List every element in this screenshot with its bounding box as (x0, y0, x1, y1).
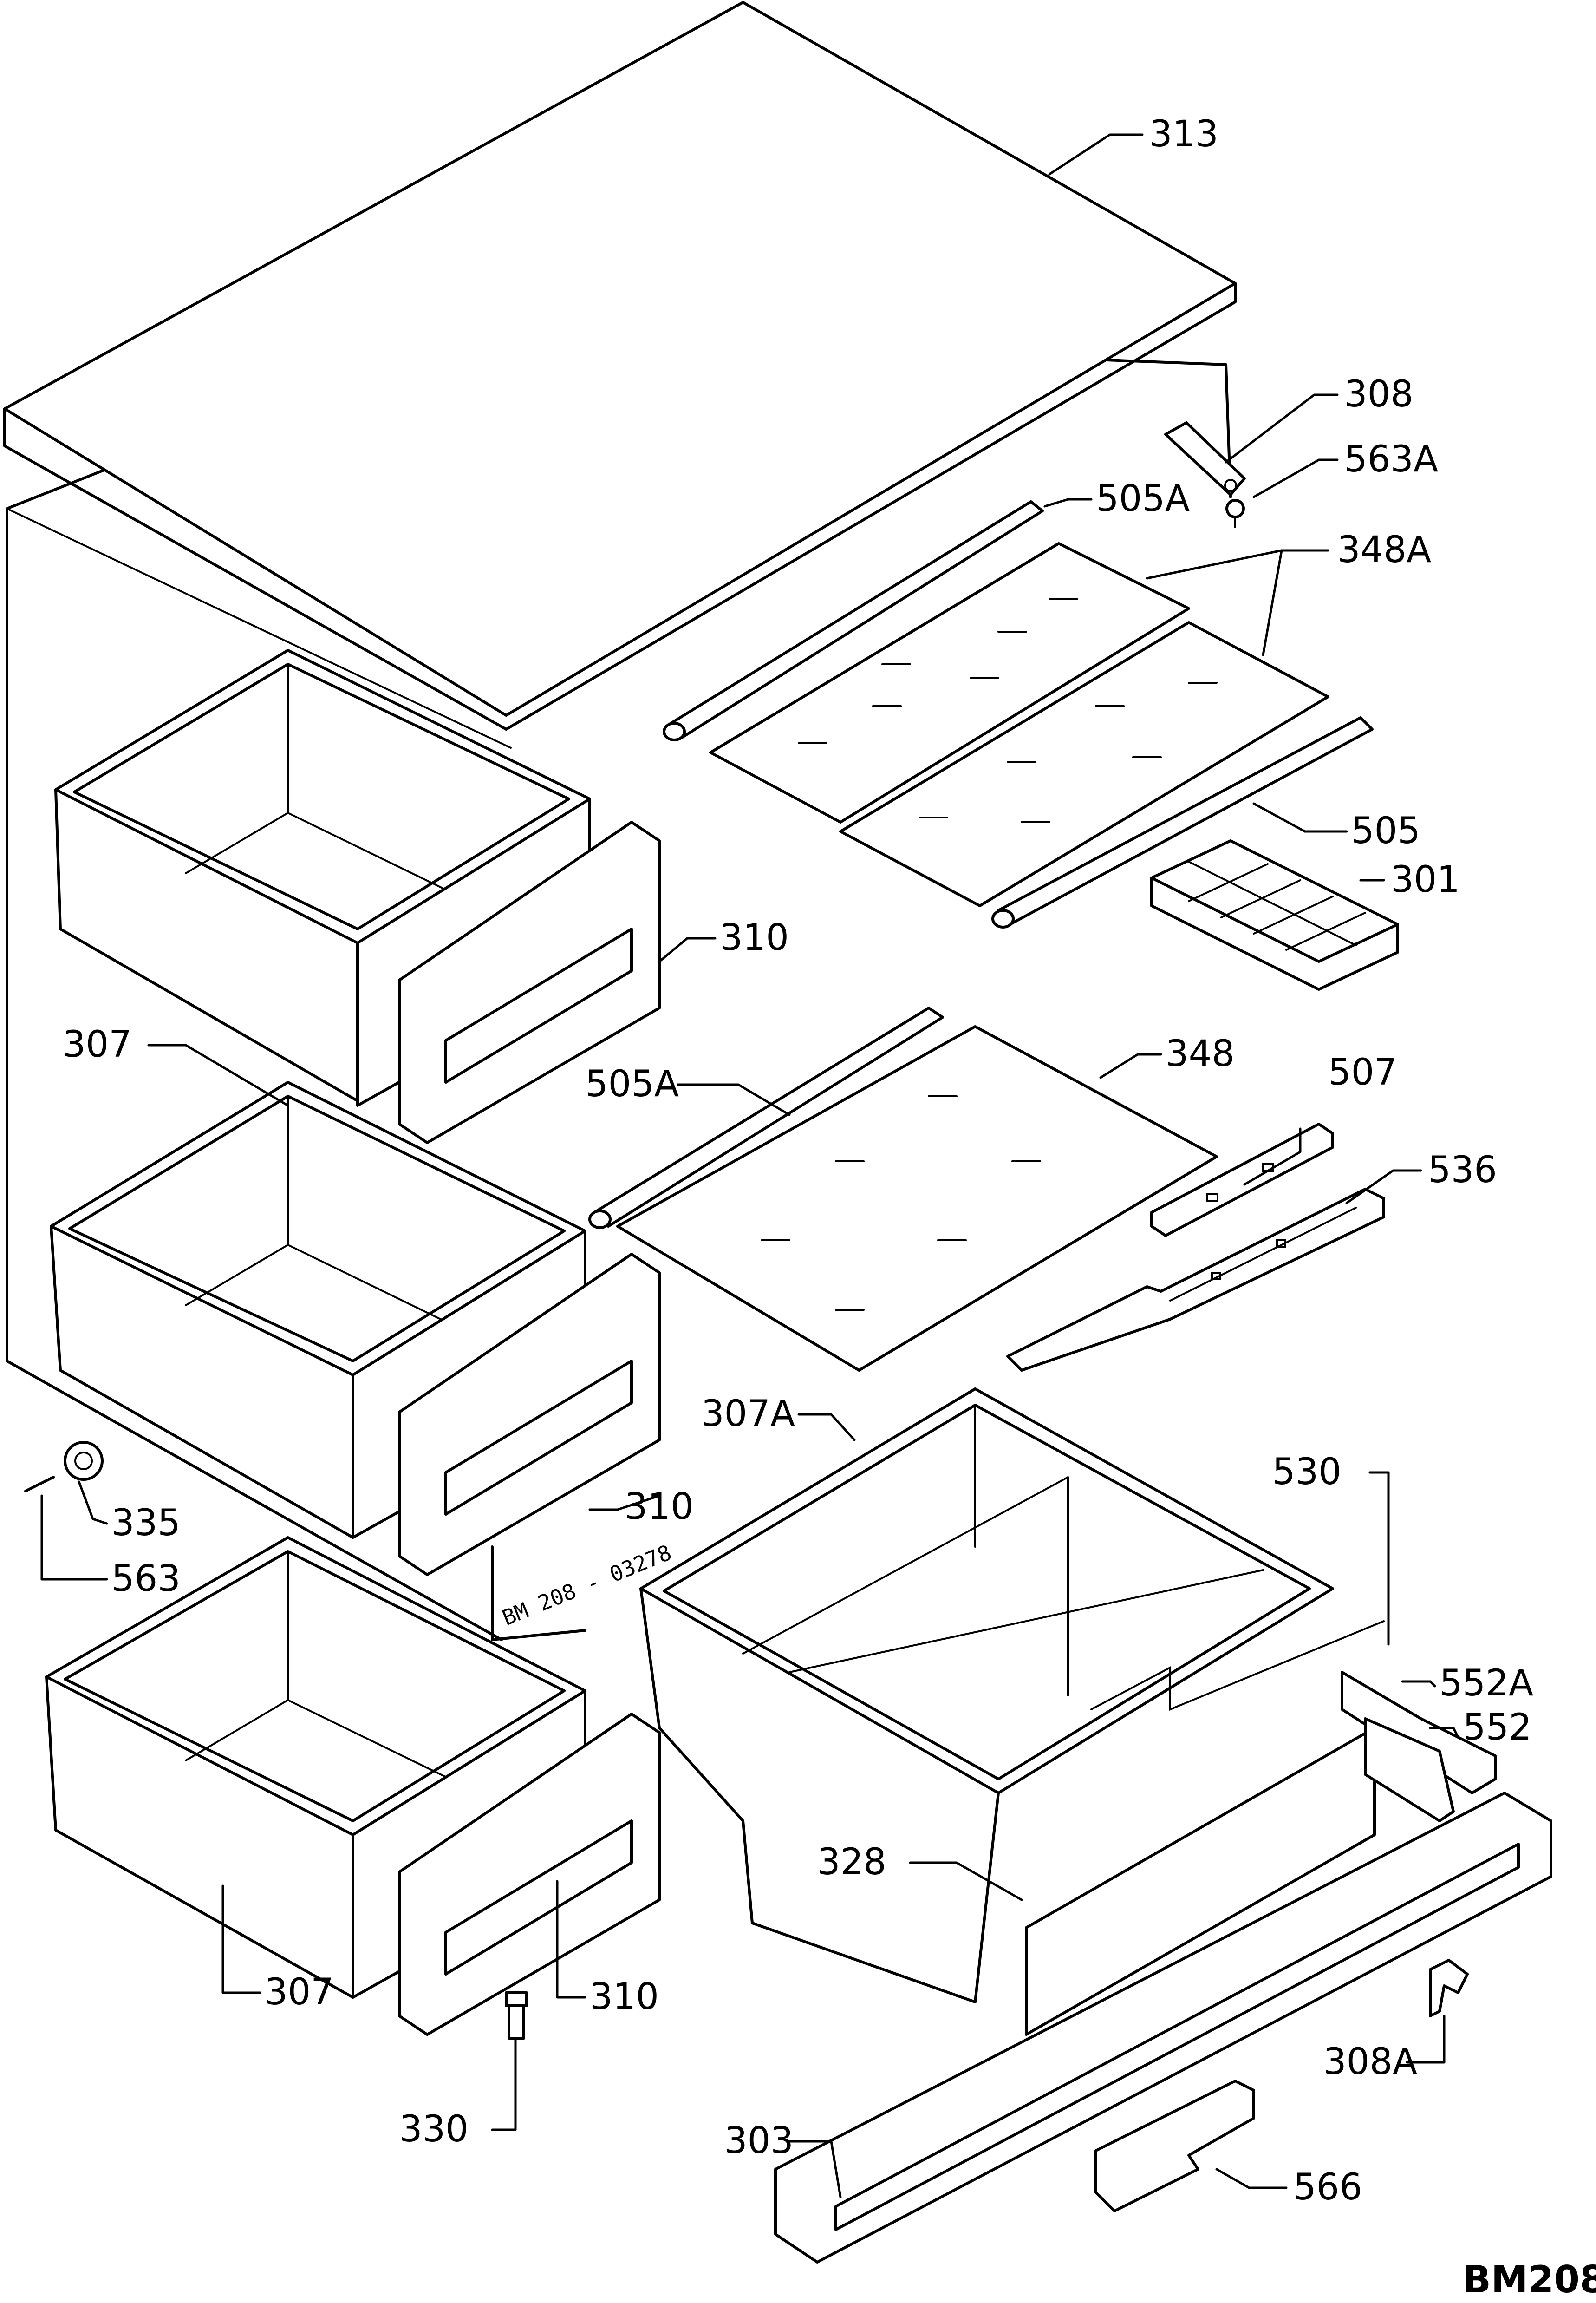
part-566-handle (1094, 2080, 1255, 2212)
callout-505a-top: 505A (1096, 478, 1190, 520)
callout-307a: 307A (701, 1393, 795, 1435)
part-505-profile (991, 716, 1374, 929)
part-313-top-cover (3, 1, 1237, 731)
callout-310-top: 310 (720, 917, 789, 959)
callout-307-bot: 307 (265, 1971, 334, 2013)
part-303-front-trim (774, 1792, 1552, 2264)
part-563-pin (24, 1476, 55, 1492)
part-310-drawer-front-middle (352, 1230, 661, 1576)
callout-310-mid: 310 (625, 1486, 694, 1528)
leader-lines (40, 133, 1459, 2198)
part-348-glass-shelf (616, 1025, 1218, 1372)
callout-530: 530 (1272, 1451, 1342, 1493)
callout-328: 328 (817, 1841, 886, 1883)
callout-563a: 563A (1344, 438, 1438, 480)
part-552a-slide (1341, 1671, 1497, 1794)
callout-566: 566 (1293, 2166, 1362, 2208)
part-307a-crisper-bin (639, 1387, 1334, 2003)
diagram-reference: BM208 (1463, 2258, 1596, 2301)
part-335-knob (64, 1441, 104, 1481)
callout-335: 335 (111, 1502, 181, 1544)
callout-552: 552 (1463, 1707, 1532, 1748)
callout-307-top: 307 (63, 1024, 132, 1066)
part-310-drawer-front-top (356, 798, 661, 1144)
callout-301: 301 (1391, 859, 1460, 901)
callout-313: 313 (1149, 113, 1218, 155)
callout-552a: 552A (1440, 1662, 1533, 1704)
callout-labels: 313 308 563A 505A 348A 505 301 310 307 5… (63, 113, 1533, 2208)
part-348a-glass-shelf-right (839, 621, 1329, 907)
callout-348: 348 (1166, 1033, 1235, 1075)
part-552-slide (1364, 1717, 1455, 1822)
callout-310-bot: 310 (590, 1976, 659, 2018)
part-563a-screw (1225, 499, 1245, 528)
part-536-rail (1006, 1188, 1385, 1372)
callout-507: 507 (1328, 1052, 1397, 1093)
part-308a-clip (1429, 1959, 1469, 2017)
callout-505a-mid: 505A (585, 1063, 679, 1105)
callout-348a: 348A (1337, 529, 1431, 571)
part-530-divider (1090, 1620, 1385, 1711)
part-505a-top-profile (663, 500, 1044, 741)
callout-536: 536 (1428, 1149, 1497, 1191)
part-505a-middle-profile (588, 1007, 944, 1229)
part-348a-glass-shelf-left (709, 542, 1190, 824)
callout-303: 303 (724, 2120, 794, 2162)
part-330-screw (505, 1991, 528, 2040)
callout-330: 330 (399, 2108, 469, 2150)
callout-308a: 308A (1323, 2041, 1417, 2083)
part-308-bracket (1164, 421, 1246, 496)
part-328-crisper-front (1025, 1727, 1376, 2036)
part-301-ice-tray (1150, 839, 1399, 991)
callout-563: 563 (111, 1558, 181, 1600)
callout-505: 505 (1351, 810, 1420, 852)
callout-308: 308 (1344, 373, 1414, 415)
part-310-drawer-front-bottom (352, 1689, 661, 2036)
